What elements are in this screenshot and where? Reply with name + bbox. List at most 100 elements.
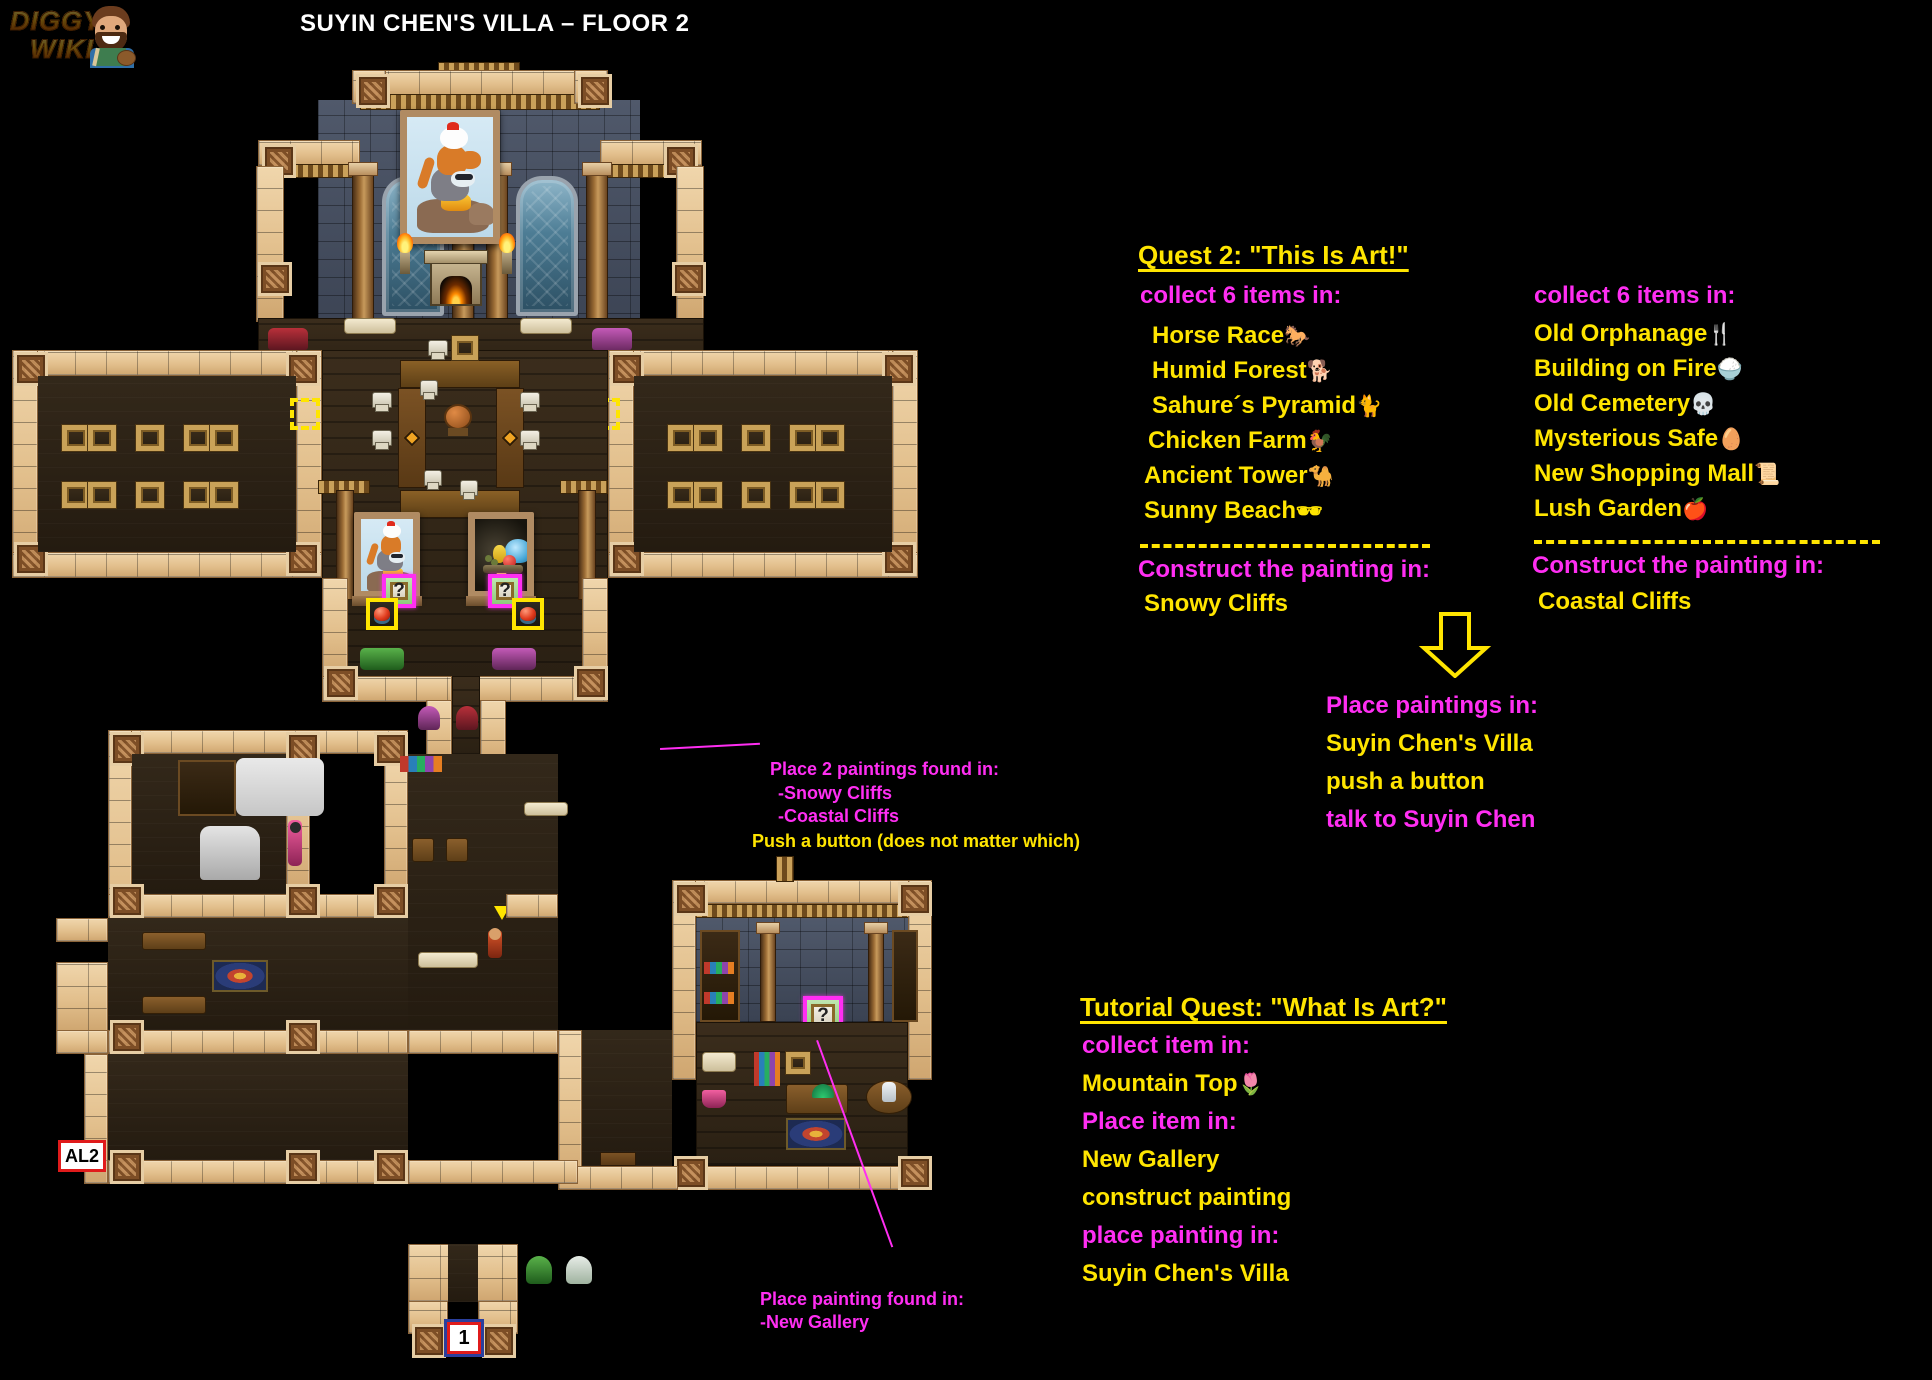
- hall-top-wall: [356, 70, 606, 96]
- quest2-right-items: Old Orphanage🍴 Building on Fire🍚 Old Cem…: [1534, 318, 1780, 528]
- corner-tile: [286, 884, 320, 918]
- study-pillar-left: [760, 930, 776, 1022]
- left-gallery-floor: [38, 376, 296, 552]
- gallery-note-line-1: -New Gallery: [760, 1312, 870, 1332]
- decanter: [882, 1082, 896, 1102]
- corner-tile: [110, 884, 144, 918]
- chair: [420, 380, 438, 400]
- bookshelf: [178, 760, 236, 816]
- bl-top-wall: [108, 730, 408, 754]
- npc-head: [489, 928, 501, 940]
- books: [704, 962, 734, 974]
- quest2-left-construct-label: Construct the painting in:: [1138, 556, 1430, 583]
- quest-item-label: Building on Fire: [1534, 355, 1717, 382]
- plant-box-left: [360, 648, 404, 670]
- empty-picture-frame: [816, 425, 844, 451]
- gallery-note-title: Place painting found in:: [760, 1289, 964, 1309]
- quest2-left-construct-place: Snowy Cliffs: [1144, 590, 1289, 617]
- quest2-place-value: Suyin Chen's Villa: [1326, 730, 1533, 757]
- painting-placeholder-left[interactable]: ?: [382, 574, 416, 608]
- small-frame: [786, 1052, 810, 1074]
- flower-emoji: 🌷: [1237, 1073, 1264, 1096]
- sunglasses-emoji: 🕶: [1296, 500, 1323, 523]
- empty-picture-frame: [742, 482, 770, 508]
- hall-top-trim: [360, 94, 600, 110]
- quest2-left-subhead: collect 6 items in:: [1140, 282, 1342, 309]
- quest-item: Chicken Farm🐓: [1140, 425, 1382, 460]
- quest-item-label: Sunny Beach: [1144, 497, 1297, 524]
- quest-item-label: Ancient Tower: [1144, 462, 1308, 489]
- push-button-left[interactable]: [366, 598, 398, 630]
- bench: [344, 318, 396, 334]
- bench: [142, 932, 206, 950]
- atrium-door-left[interactable]: [398, 388, 426, 488]
- logo-line-2: WIKI: [30, 34, 94, 65]
- left-gallery-top-wall: [12, 350, 322, 376]
- quest-item: Building on Fire🍚: [1534, 353, 1780, 388]
- door[interactable]: [600, 1152, 636, 1166]
- push-button-right[interactable]: [512, 598, 544, 630]
- quest-item-label: Chicken Farm: [1148, 427, 1307, 454]
- down-arrow-icon: [1416, 612, 1494, 678]
- tutorial-place-item-label: Place item in:: [1082, 1108, 1237, 1135]
- stairs-marker-1[interactable]: 1: [447, 1322, 481, 1354]
- skull-emoji: 💀: [1690, 393, 1717, 416]
- npc-head: [290, 822, 301, 833]
- tutorial-collect-value-row: Mountain Top🌷: [1082, 1070, 1264, 1098]
- door-marker-left-gallery[interactable]: [290, 398, 320, 430]
- corner-tile: [674, 882, 708, 916]
- left-gallery-left-wall: [12, 350, 38, 578]
- rug: [786, 1118, 846, 1150]
- quest2-step-push-button: push a button: [1326, 768, 1485, 795]
- camel-emoji: 🐪: [1307, 465, 1334, 488]
- bl-stairs-wall-bottom: [56, 962, 108, 1032]
- teacup: [702, 1090, 726, 1108]
- corner-tile: [574, 666, 608, 700]
- paintings-note-line-1: -Snowy Cliffs: [778, 783, 893, 803]
- stool: [412, 838, 434, 862]
- empty-picture-frame: [816, 482, 844, 508]
- empty-picture-frame: [452, 336, 478, 360]
- sofa: [418, 952, 478, 968]
- quest-item: New Shopping Mall📜: [1534, 458, 1780, 493]
- torch-left: [397, 233, 413, 274]
- br-bottom-wall: [672, 1166, 932, 1190]
- books: [704, 992, 734, 1004]
- quest2-step-talk-npc: talk to Suyin Chen: [1326, 806, 1536, 833]
- torch-right: [499, 233, 515, 274]
- corner-tile: [110, 732, 144, 766]
- plant: [566, 1256, 592, 1284]
- crossed-utensils-emoji: 🍴: [1707, 323, 1734, 346]
- atrium-door-right[interactable]: [496, 388, 524, 488]
- quest2-left-items: Horse Race🐎 Humid Forest🐕 Sahure´s Pyram…: [1140, 320, 1382, 530]
- plant: [526, 1256, 552, 1284]
- quest-item: Old Orphanage🍴: [1534, 318, 1780, 353]
- mid-bottom-wall: [408, 1030, 558, 1054]
- empty-picture-frame: [210, 425, 238, 451]
- tutorial-construct-line: construct painting: [1082, 1184, 1292, 1211]
- study-pillar-cap: [756, 922, 780, 934]
- gallery-painting-placeholder[interactable]: ?: [803, 996, 843, 1036]
- quest-item-label: Lush Garden: [1534, 495, 1683, 522]
- hall-main-painting: [400, 110, 500, 244]
- lion-statue: [200, 826, 260, 880]
- corner-tile: [356, 74, 390, 108]
- corner-tile: [374, 884, 408, 918]
- empty-picture-frame: [136, 425, 164, 451]
- chair: [372, 430, 392, 450]
- empty-picture-frame: [184, 425, 212, 451]
- quest2-right-subhead: collect 6 items in:: [1534, 282, 1736, 309]
- plant-box-right: [492, 648, 536, 670]
- empty-picture-frame: [184, 482, 212, 508]
- atrium-beam-top: [400, 360, 520, 388]
- hall-right-outer-wall: [676, 166, 704, 322]
- mid-lower-floor: [408, 754, 558, 1030]
- stairs-marker-al2[interactable]: AL2: [58, 1140, 106, 1172]
- quest2-right-construct-place: Coastal Cliffs: [1538, 588, 1692, 615]
- tutorial-quest-heading: Tutorial Quest: "What Is Art?": [1080, 992, 1447, 1022]
- corner-tile: [374, 1150, 408, 1184]
- hall-pillar: [352, 170, 374, 320]
- bl-bottom-wall: [108, 1030, 408, 1054]
- chair: [424, 470, 442, 490]
- diggys-wiki-logo[interactable]: DIGGY'S WIKI: [8, 2, 138, 68]
